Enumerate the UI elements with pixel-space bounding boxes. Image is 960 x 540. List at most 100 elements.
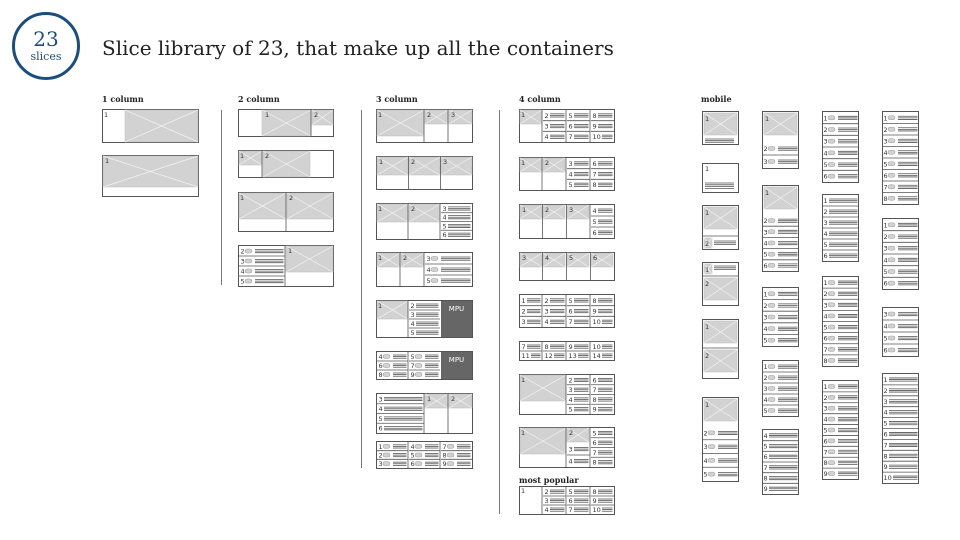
thumbnail-placeholder	[887, 138, 896, 143]
slice-count-label: slices	[30, 50, 62, 63]
slot-number: 3	[241, 258, 245, 266]
slot-number: 1	[240, 194, 244, 202]
section-label-4-column: 4 column	[519, 94, 561, 104]
slot-number: 1	[240, 152, 244, 160]
slot-number: 2	[824, 290, 828, 298]
slot-number: 3	[569, 446, 573, 454]
image-cross	[408, 156, 441, 176]
thumbnail-placeholder	[827, 138, 836, 144]
slot-number: 6	[593, 376, 597, 384]
slot-number: 3	[379, 460, 383, 468]
slot-number: 5	[411, 452, 415, 460]
thumbnail-placeholder	[887, 311, 896, 317]
image-cross	[519, 374, 567, 402]
page-title: Slice library of 23, that make up all th…	[102, 36, 614, 60]
slot-number: 6	[764, 453, 768, 461]
slot-number: 1	[705, 165, 709, 173]
slot-number: 3	[379, 395, 383, 403]
thumbnail-placeholder	[827, 302, 836, 308]
slot-number: 4	[569, 458, 573, 466]
slot-number: 5	[824, 161, 828, 169]
slot-number: 2	[411, 158, 415, 166]
image-cross	[763, 112, 798, 136]
slot-number: 2	[824, 126, 828, 134]
slot-number: 5	[824, 427, 828, 435]
thumbnail-placeholder	[827, 405, 836, 411]
section-label-3-column: 3 column	[376, 94, 418, 104]
slot-number: 3	[824, 301, 828, 309]
thumbnail-placeholder	[827, 438, 836, 444]
thumbnail-placeholder	[887, 127, 896, 132]
slot-number: 4	[545, 318, 549, 326]
slot-number: 1	[705, 266, 709, 274]
image-cross	[590, 252, 614, 268]
thumbnail-placeholder	[244, 278, 253, 284]
image-cross	[424, 393, 449, 409]
thumbnail-placeholder	[414, 444, 423, 449]
image-cross	[566, 427, 590, 443]
image-cross	[519, 204, 543, 220]
slot-number: 6	[764, 262, 768, 270]
image-cross	[285, 245, 334, 273]
image-cross	[703, 277, 738, 301]
slot-number: 10	[884, 474, 892, 482]
slot-number: 5	[569, 254, 573, 262]
slot-number: 2	[379, 452, 383, 460]
thumbnail-placeholder	[887, 269, 896, 274]
slot-number: 4	[704, 457, 708, 465]
slot-number: 3	[451, 111, 455, 119]
image-cross	[102, 155, 199, 188]
slot-number: 6	[593, 439, 597, 447]
slot-number: 2	[705, 240, 709, 248]
thumbnail-placeholder	[767, 337, 776, 343]
section-label-2-column: 2 column	[238, 94, 280, 104]
thumbnail-placeholder	[414, 363, 423, 368]
slot-number: 8	[545, 343, 549, 351]
slot-number: 2	[824, 394, 828, 402]
image-cross	[376, 109, 425, 137]
thumbnail-placeholder	[767, 291, 776, 297]
image-cross	[311, 109, 334, 126]
slot-number: 4	[545, 506, 549, 514]
thumbnail-placeholder	[887, 115, 896, 120]
slot-number: 4	[824, 149, 828, 157]
slot-number: 8	[593, 297, 597, 305]
slot-number: 2	[265, 152, 269, 160]
slice-count-badge: 23 slices	[12, 12, 80, 80]
thumbnail-placeholder	[827, 384, 836, 389]
slice-count-number: 23	[33, 27, 59, 51]
slot-number: 5	[884, 268, 888, 276]
image-cross	[566, 252, 590, 268]
slot-number: 2	[545, 206, 549, 214]
slot-number: 1	[705, 209, 709, 217]
thumbnail-placeholder	[827, 127, 836, 132]
slot-number: 3	[569, 206, 573, 214]
slot-number: 8	[824, 357, 828, 365]
slot-number: 4	[569, 396, 573, 404]
thumbnail-placeholder	[767, 364, 776, 369]
slot-number: 7	[593, 386, 597, 394]
thumbnail-placeholder	[767, 303, 776, 308]
slot-number: 9	[593, 308, 597, 316]
thumbnail-placeholder	[827, 427, 836, 433]
slot-number: 5	[379, 415, 383, 423]
thumbnail-placeholder	[767, 159, 776, 164]
section-label-most-popular: most popular	[519, 475, 579, 485]
slot-number: 5	[704, 471, 708, 479]
slot-number: 4	[884, 409, 888, 417]
slot-number: 2	[884, 233, 888, 241]
mpu-label: MPU	[449, 356, 464, 364]
slot-number: 4	[569, 171, 573, 179]
slot-number: 2	[764, 217, 768, 225]
mpu-ad-block	[441, 352, 472, 379]
thumbnail-placeholder	[414, 452, 423, 458]
slot-number: 1	[522, 297, 526, 305]
slot-number: 1	[378, 254, 382, 262]
image-cross	[376, 252, 401, 268]
slot-number: 2	[451, 395, 455, 403]
image-cross	[448, 109, 473, 125]
slot-number: 2	[704, 429, 708, 437]
image-cross	[703, 237, 713, 249]
slot-number: 7	[411, 362, 415, 370]
slot-number: 1	[265, 111, 269, 119]
